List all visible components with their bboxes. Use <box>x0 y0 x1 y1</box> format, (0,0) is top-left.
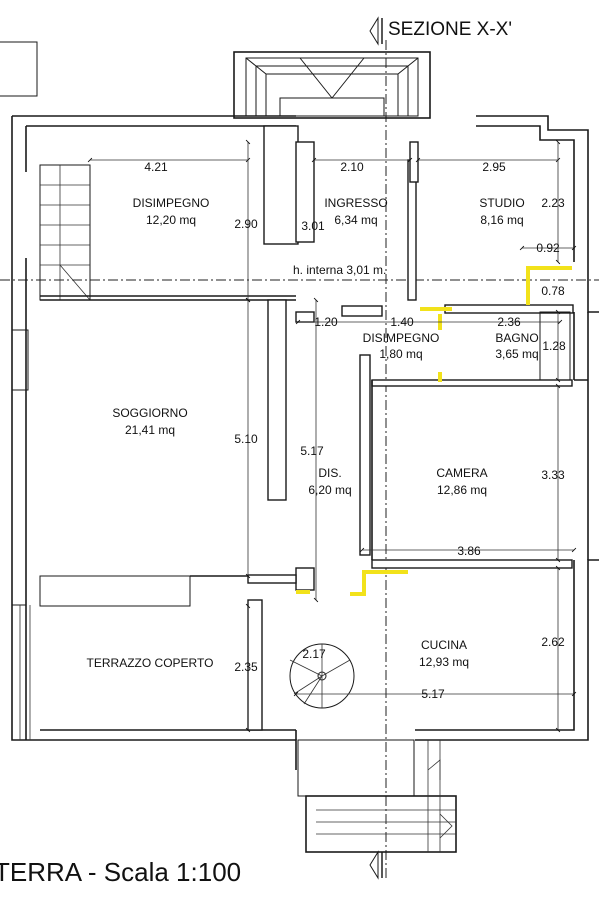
room-area-studio: 8,16 mq <box>480 213 523 227</box>
room-area-cucina: 12,93 mq <box>419 655 469 669</box>
room-area-bagno: 3,65 mq <box>495 347 538 361</box>
entrance-steps-bottom <box>297 739 457 853</box>
room-name-terrazzo: TERRAZZO COPERTO <box>87 656 214 670</box>
room-name-disimpegno-2: DISIMPEGNO <box>363 331 440 345</box>
spiral-stair <box>289 643 355 709</box>
dim-1-40: 1.40 <box>390 315 414 329</box>
dim-2-90: 2.90 <box>234 217 258 231</box>
title-block-frame <box>0 41 38 97</box>
room-name-disimpegno-1: DISIMPEGNO <box>133 196 210 210</box>
dim-2-62: 2.62 <box>541 635 565 649</box>
dim-2-36: 2.36 <box>497 315 521 329</box>
dim-2-23: 2.23 <box>541 196 565 210</box>
room-area-ingresso: 6,34 mq <box>334 213 377 227</box>
dim-2-95: 2.95 <box>482 160 506 174</box>
room-area-dis: 6,20 mq <box>308 483 351 497</box>
dimension-lines <box>87 139 577 733</box>
room-name-ingresso: INGRESSO <box>324 196 387 210</box>
room-name-soggiorno: SOGGIORNO <box>112 406 187 420</box>
room-name-dis: DIS. <box>318 466 341 480</box>
room-name-bagno: BAGNO <box>495 331 538 345</box>
room-name-studio: STUDIO <box>479 196 524 210</box>
dim-2-17: 2.17 <box>302 647 326 661</box>
room-area-disimpegno-2: 1,80 mq <box>379 347 422 361</box>
room-area-camera: 12,86 mq <box>437 483 487 497</box>
room-name-cucina: CUCINA <box>421 638 467 652</box>
room-area-soggiorno: 21,41 mq <box>125 423 175 437</box>
dim-5-17-vertical: 5.17 <box>300 444 324 458</box>
dim-0-92: 0.92 <box>536 241 560 255</box>
internal-stairs <box>39 164 91 301</box>
dim-0-78: 0.78 <box>541 284 565 298</box>
dim-4-21: 4.21 <box>144 160 168 174</box>
drawing-title: TERRA - Scala 1:100 <box>0 857 241 887</box>
dim-2-35: 2.35 <box>234 660 258 674</box>
dim-1-28: 1.28 <box>542 339 566 353</box>
section-line <box>369 16 387 880</box>
interior-walls <box>39 125 574 731</box>
height-note: h. interna 3,01 m. <box>293 263 386 277</box>
dim-5-17-horizontal: 5.17 <box>421 687 445 701</box>
dim-3-33: 3.33 <box>541 468 565 482</box>
section-label: SEZIONE X-X' <box>388 19 512 40</box>
left-windows <box>11 329 31 741</box>
room-name-camera: CAMERA <box>436 466 487 480</box>
dim-5-10: 5.10 <box>234 432 258 446</box>
entrance-steps-top <box>233 51 431 119</box>
dim-1-20: 1.20 <box>314 315 338 329</box>
dim-3-01: 3.01 <box>301 219 325 233</box>
dim-2-10: 2.10 <box>340 160 364 174</box>
room-area-disimpegno-1: 12,20 mq <box>146 213 196 227</box>
dim-3-86: 3.86 <box>457 544 481 558</box>
